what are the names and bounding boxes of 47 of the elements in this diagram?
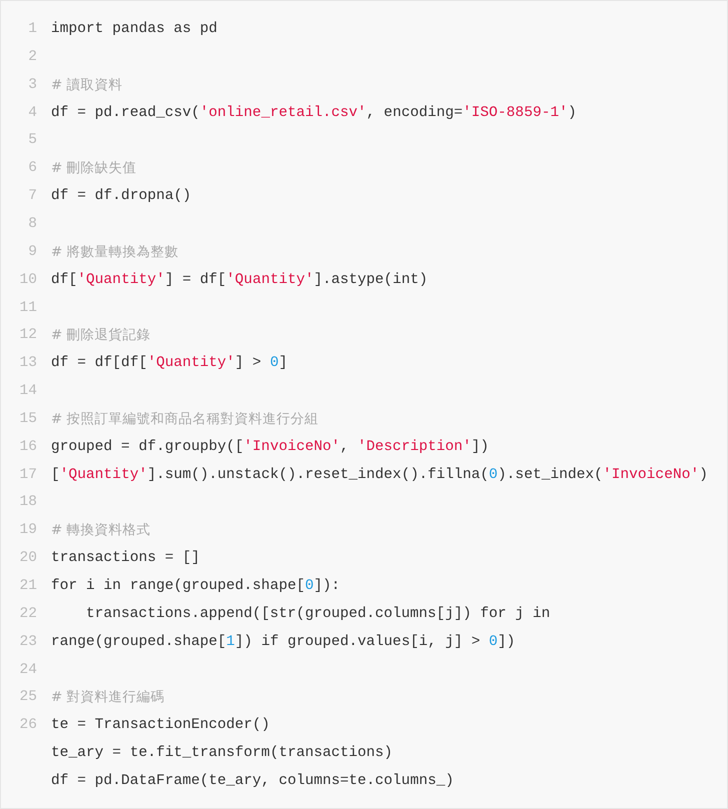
line-number: 3 bbox=[27, 76, 37, 95]
line-number: 11 bbox=[18, 298, 37, 318]
code-line: grouped = df.groupby(['InvoiceNo', 'Description']) bbox=[51, 438, 489, 457]
code-line: df = df[df['Quantity'] > 0] bbox=[51, 354, 288, 374]
line-number: 5 bbox=[27, 131, 37, 150]
code-comment: # 將數量轉換為整數 bbox=[51, 242, 179, 262]
line-number: 15 bbox=[18, 410, 37, 429]
code-line: range(grouped.shape[1]) if grouped.values[i, j] > 0]) bbox=[51, 632, 516, 652]
code-comment: # 刪除退貨記錄 bbox=[51, 326, 151, 346]
line-number: 26 bbox=[18, 716, 37, 736]
line-number: 19 bbox=[18, 521, 37, 540]
code-line: te = TransactionEncoder() bbox=[51, 716, 270, 736]
code-comment: # 按照訂單編號和商品名稱對資料進行分組 bbox=[51, 410, 319, 429]
line-number: 16 bbox=[18, 438, 37, 457]
line-number: 13 bbox=[18, 354, 37, 374]
code-line: transactions.append([str(grouped.columns[j]) for j in bbox=[86, 604, 550, 624]
line-number: 21 bbox=[18, 577, 37, 596]
code-line: df = df.dropna() bbox=[51, 187, 192, 206]
line-number: 25 bbox=[18, 688, 37, 708]
code-comment: # 轉換資料格式 bbox=[51, 521, 151, 540]
line-number: 9 bbox=[27, 242, 37, 262]
code-line: transactions = [] bbox=[51, 549, 200, 568]
line-number: 2 bbox=[27, 48, 37, 67]
code-line: ['Quantity'].sum().unstack().reset_index().fillna(0).set_index('InvoiceNo') bbox=[51, 466, 708, 485]
line-number: 17 bbox=[18, 466, 37, 485]
line-number: 20 bbox=[18, 549, 37, 568]
line-number: 7 bbox=[27, 187, 37, 206]
line-number: 8 bbox=[27, 214, 37, 234]
line-number: 12 bbox=[18, 326, 37, 346]
line-number: 24 bbox=[18, 660, 37, 680]
code-comment: # 對資料進行編碼 bbox=[51, 688, 165, 708]
line-number: 10 bbox=[18, 270, 37, 290]
line-number: 18 bbox=[18, 493, 37, 512]
line-number: 1 bbox=[27, 20, 37, 39]
code-line: df = pd.read_csv('online_retail.csv', encoding='ISO-8859-1') bbox=[51, 104, 576, 123]
line-number: 22 bbox=[18, 604, 37, 624]
line-number: 23 bbox=[18, 632, 37, 652]
line-number: 6 bbox=[27, 159, 37, 178]
code-comment: # 讀取資料 bbox=[51, 76, 123, 95]
code-line: df = pd.DataFrame(te_ary, columns=te.columns_) bbox=[51, 772, 454, 791]
code-line: for i in range(grouped.shape[0]): bbox=[51, 577, 340, 596]
code-line: te_ary = te.fit_transform(transactions) bbox=[51, 744, 393, 764]
line-number: 14 bbox=[18, 382, 37, 402]
code-line: import pandas as pd bbox=[51, 20, 218, 39]
code-comment: # 刪除缺失值 bbox=[51, 159, 137, 178]
code-line: df['Quantity'] = df['Quantity'].astype(int) bbox=[51, 270, 428, 290]
line-number: 4 bbox=[27, 104, 37, 123]
